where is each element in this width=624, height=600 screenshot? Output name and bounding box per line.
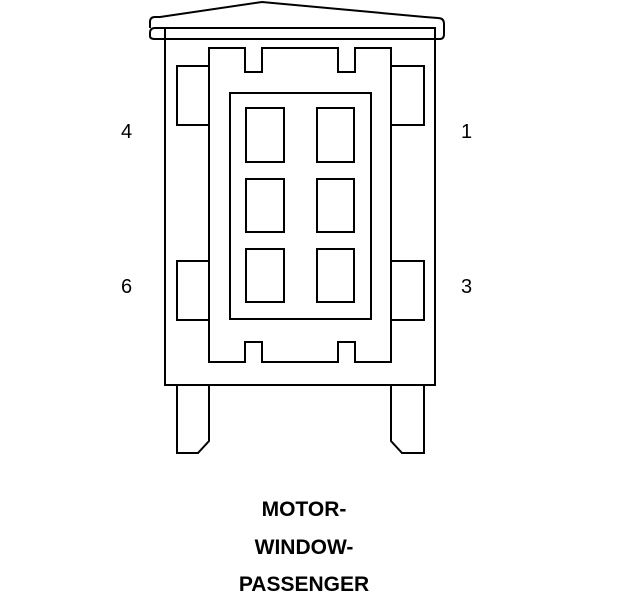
latch-tab-bottom-right xyxy=(391,260,425,321)
caption-line-3: PASSENGER xyxy=(238,573,370,596)
terminal-cavity xyxy=(316,248,355,303)
terminal-cavity xyxy=(245,107,285,163)
latch-tab-top-left xyxy=(176,65,209,126)
pin-label-1: 1 xyxy=(461,121,473,143)
latch-tab-top-right xyxy=(391,65,425,126)
pin-label-6: 6 xyxy=(121,276,133,298)
pin-label-3: 3 xyxy=(461,276,473,298)
connector-housing xyxy=(164,27,436,386)
terminal-cavity xyxy=(245,178,285,233)
caption-line-2: WINDOW- xyxy=(254,536,354,559)
mounting-leg-left xyxy=(176,385,210,454)
pin-label-4: 4 xyxy=(121,121,133,143)
mounting-leg-right xyxy=(390,385,425,454)
connector-top-cap xyxy=(149,0,445,40)
terminal-cavity xyxy=(316,178,355,233)
terminal-cavity-block xyxy=(229,92,372,320)
terminal-cavity xyxy=(316,107,355,163)
connector-inner-frame xyxy=(208,47,392,363)
terminal-cavity xyxy=(245,248,285,303)
latch-tab-bottom-left xyxy=(176,260,209,321)
caption-line-1: MOTOR- xyxy=(261,498,347,521)
